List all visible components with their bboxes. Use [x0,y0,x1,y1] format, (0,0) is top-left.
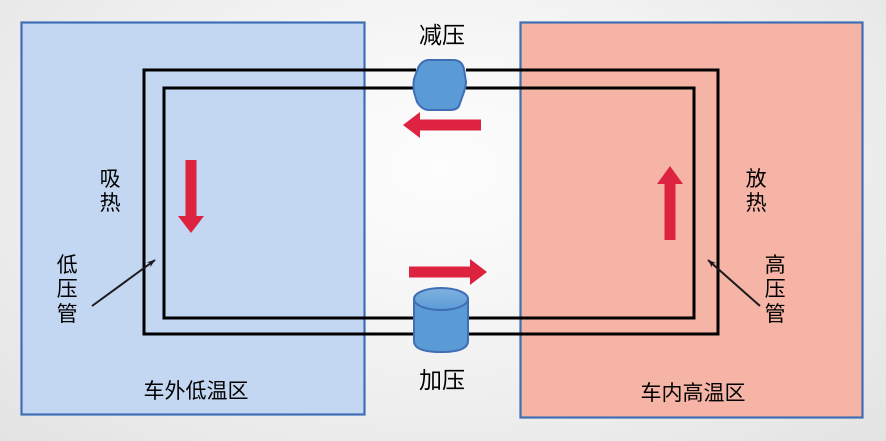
absorb-heat-label: 吸热 [99,168,121,216]
high-pressure-pipe-leader [707,259,761,307]
zone-label-outside-cold: 车外低温区 [143,380,249,403]
flow-arrow-left-top [403,112,481,138]
expansion-valve-shape[interactable] [412,59,468,111]
high-pressure-pipe-label: 高压管 [764,254,786,326]
zone-inside-hot [519,21,864,419]
low-pressure-pipe-leader [91,259,156,307]
zone-label-inside-hot: 车内高温区 [640,382,746,405]
flow-arrow-up-right [657,166,683,240]
pipe-loop-inner [162,86,696,320]
flow-arrow-down-left [178,160,204,233]
release-heat-label: 放热 [745,168,767,216]
pipe-loop-outer [142,68,720,336]
flow-arrow-right-bottom [409,259,487,285]
compressor-label: 加压 [419,367,465,393]
low-pressure-pipe-label: 低压管 [56,254,78,326]
compressor-shape[interactable] [413,287,469,354]
expansion-valve-label: 减压 [419,22,465,48]
